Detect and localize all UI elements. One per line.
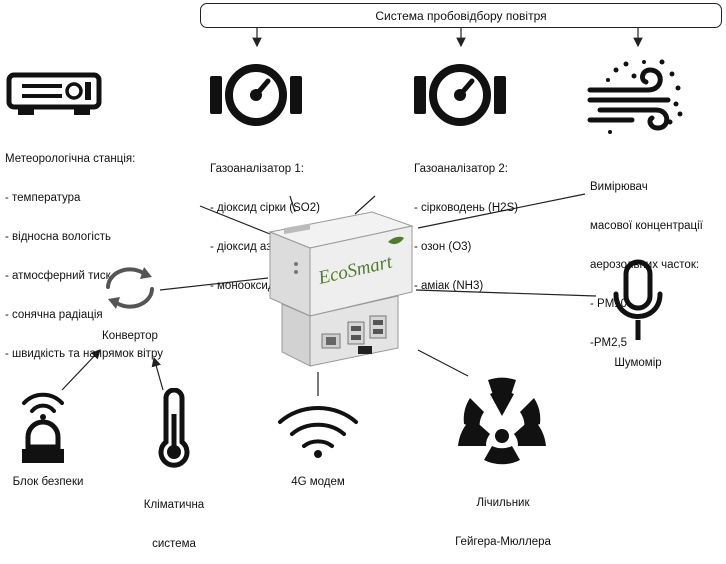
gas-item: - озон (O3) xyxy=(414,241,472,253)
gas-analyzer-2-text: Газоаналізатор 2: - сірководень (H2S) - … xyxy=(414,137,518,306)
connector-lines xyxy=(61,28,643,396)
aerosol-item: -PM2,5 xyxy=(590,337,628,349)
security-unit-label: Блок безпеки xyxy=(12,476,84,488)
sampling-system-box: Система пробовідбору повітря xyxy=(200,3,722,28)
wind-icon xyxy=(587,59,683,134)
gas-item: - сірководень (H2S) xyxy=(414,202,519,214)
weather-item: - атмосферний тиск xyxy=(5,270,111,282)
gas-analyzer-2-icon xyxy=(414,64,506,126)
climate-system-text: Кліматична система xyxy=(128,473,220,564)
weather-station-icon xyxy=(6,72,102,115)
weather-item: - швидкість та напрямок вітру xyxy=(5,348,163,360)
security-beacon-icon xyxy=(22,392,64,463)
converter-label: Конвертор xyxy=(102,330,158,342)
wifi-icon xyxy=(278,406,358,458)
geiger-counter-text: Лічильник Гейгера-Мюллера xyxy=(436,471,570,562)
weather-item: - температура xyxy=(5,192,81,204)
weather-item: - сонячна радіація xyxy=(5,309,103,321)
aerosol-title-line: Вимірювач xyxy=(590,181,648,193)
aerosol-title-line: масової концентрації xyxy=(590,220,703,232)
gas-analyzer-2-title: Газоаналізатор 2: xyxy=(414,163,508,175)
microphone-icon xyxy=(613,259,663,340)
gas-item: - діоксид сірки (SO2) xyxy=(210,202,320,214)
gas-item: - аміак (NH3) xyxy=(414,280,484,292)
gas-analyzer-1-icon xyxy=(210,64,302,126)
sampling-system-label: Система пробовідбору повітря xyxy=(375,8,547,23)
converter-icon xyxy=(106,267,154,309)
weather-station-title: Метеорологічна станція: xyxy=(5,153,136,165)
thermometer-icon xyxy=(158,388,190,468)
noise-meter-label: Шумомір xyxy=(614,357,662,369)
weather-station-text: Метеорологічна станція: - температура - … xyxy=(5,127,163,374)
modem-label: 4G модем xyxy=(291,476,345,488)
ecosmart-device: EcoSmart xyxy=(268,211,414,367)
gas-analyzer-1-title: Газоаналізатор 1: xyxy=(210,163,304,175)
weather-item: - відносна вологість xyxy=(5,231,111,243)
radiation-icon xyxy=(458,377,546,465)
geiger-counter-line: Гейгера-Мюллера xyxy=(455,536,551,548)
climate-system-line: система xyxy=(152,538,196,550)
climate-system-line: Кліматична xyxy=(143,499,205,511)
